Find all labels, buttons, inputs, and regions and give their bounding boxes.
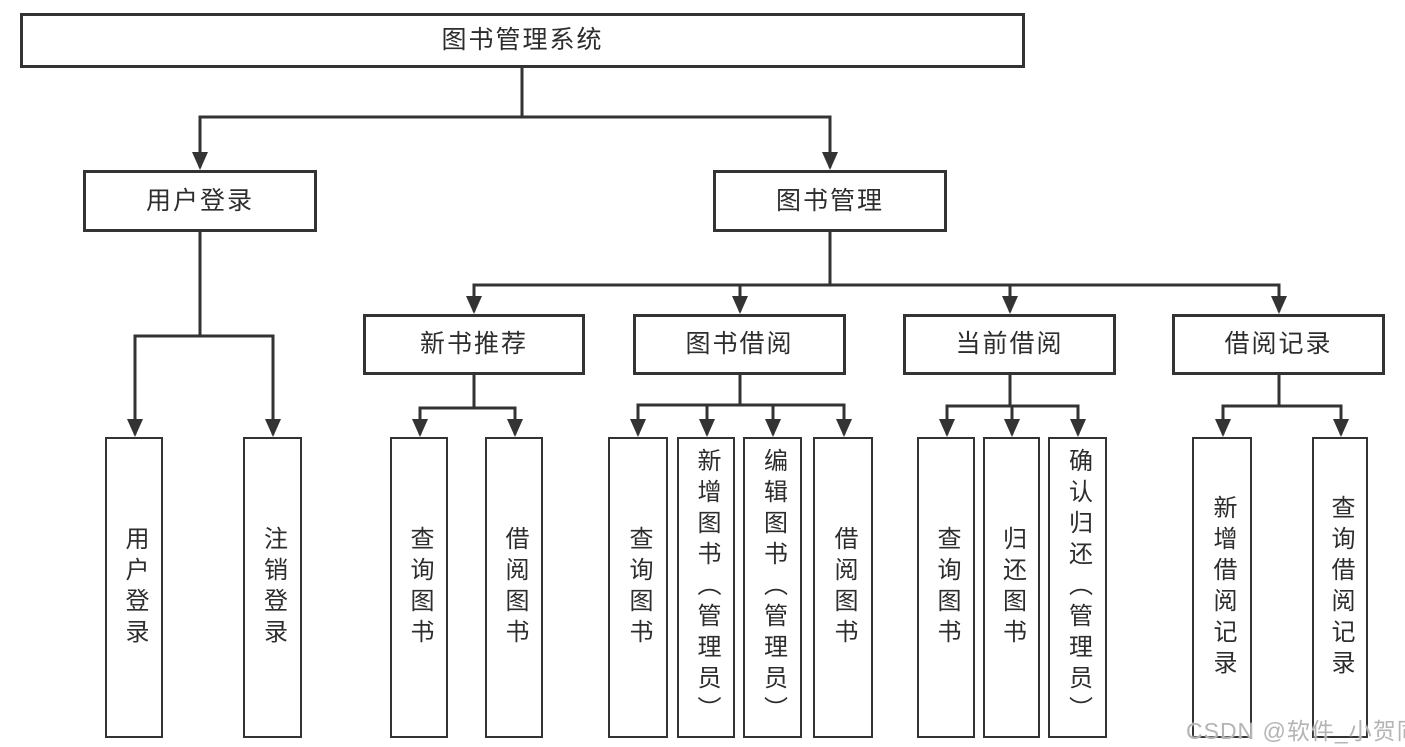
node-label: 用户登录 xyxy=(121,525,148,650)
node-label: 查询借阅记录 xyxy=(1327,494,1354,681)
node-label: 图书管理系统 xyxy=(441,26,604,54)
node-label: 查询图书 xyxy=(933,525,960,650)
connector-borrow-record-children xyxy=(1221,373,1343,435)
node-book-borrow: 图书借阅 xyxy=(633,314,846,375)
node-leaf-query-book-1: 查询图书 xyxy=(390,437,448,738)
watermark: CSDN @软件_小贺同学 xyxy=(1186,718,1405,744)
connector-current-borrow-children xyxy=(945,373,1080,435)
node-label: 借阅图书 xyxy=(501,525,528,650)
node-label: 注销登录 xyxy=(259,525,287,650)
node-current-borrow: 当前借阅 xyxy=(903,314,1116,375)
node-label: 当前借阅 xyxy=(955,330,1064,358)
node-leaf-return-book: 归还图书 xyxy=(983,437,1040,738)
node-label: 图书管理 xyxy=(775,186,884,215)
node-user-login-module: 用户登录 xyxy=(83,170,317,232)
connector-book-borrow-children xyxy=(636,373,846,435)
node-new-book-recommend: 新书推荐 xyxy=(363,314,585,375)
node-label: 借阅图书 xyxy=(830,525,857,650)
node-label: 新增借阅记录 xyxy=(1209,494,1236,681)
node-label: 图书借阅 xyxy=(685,330,794,358)
node-leaf-borrow-book-2: 借阅图书 xyxy=(813,437,873,738)
node-label: 新增图书（管理员） xyxy=(693,448,720,727)
node-label: 查询图书 xyxy=(625,525,652,650)
node-leaf-query-book-3: 查询图书 xyxy=(917,437,975,738)
node-leaf-query-book-2: 查询图书 xyxy=(608,437,668,738)
node-label: 借阅记录 xyxy=(1224,330,1333,358)
connector-user-login-children xyxy=(133,230,275,435)
node-leaf-query-borrow-record: 查询借阅记录 xyxy=(1312,437,1368,738)
node-borrow-record: 借阅记录 xyxy=(1172,314,1385,375)
node-label: 用户登录 xyxy=(145,186,254,215)
node-label: 编辑图书（管理员） xyxy=(759,448,787,727)
node-leaf-logout: 注销登录 xyxy=(243,437,302,738)
node-book-management: 图书管理 xyxy=(713,170,947,232)
connector-new-book-children xyxy=(418,373,517,435)
node-label: 归还图书 xyxy=(998,525,1026,650)
node-root: 图书管理系统 xyxy=(20,13,1025,68)
connector-book-mgmt-to-level3 xyxy=(472,230,1281,312)
node-leaf-user-login: 用户登录 xyxy=(105,437,163,738)
node-label: 查询图书 xyxy=(406,525,433,650)
node-leaf-confirm-return-admin: 确认归还（管理员） xyxy=(1048,437,1107,738)
connector-root-to-level2 xyxy=(198,66,832,168)
node-label: 确认归还（管理员） xyxy=(1064,448,1092,727)
node-leaf-borrow-book-1: 借阅图书 xyxy=(485,437,543,738)
node-leaf-add-book-admin: 新增图书（管理员） xyxy=(677,437,735,738)
node-leaf-add-borrow-record: 新增借阅记录 xyxy=(1192,437,1252,738)
node-leaf-edit-book-admin: 编辑图书（管理员） xyxy=(743,437,802,738)
node-label: 新书推荐 xyxy=(419,330,528,358)
